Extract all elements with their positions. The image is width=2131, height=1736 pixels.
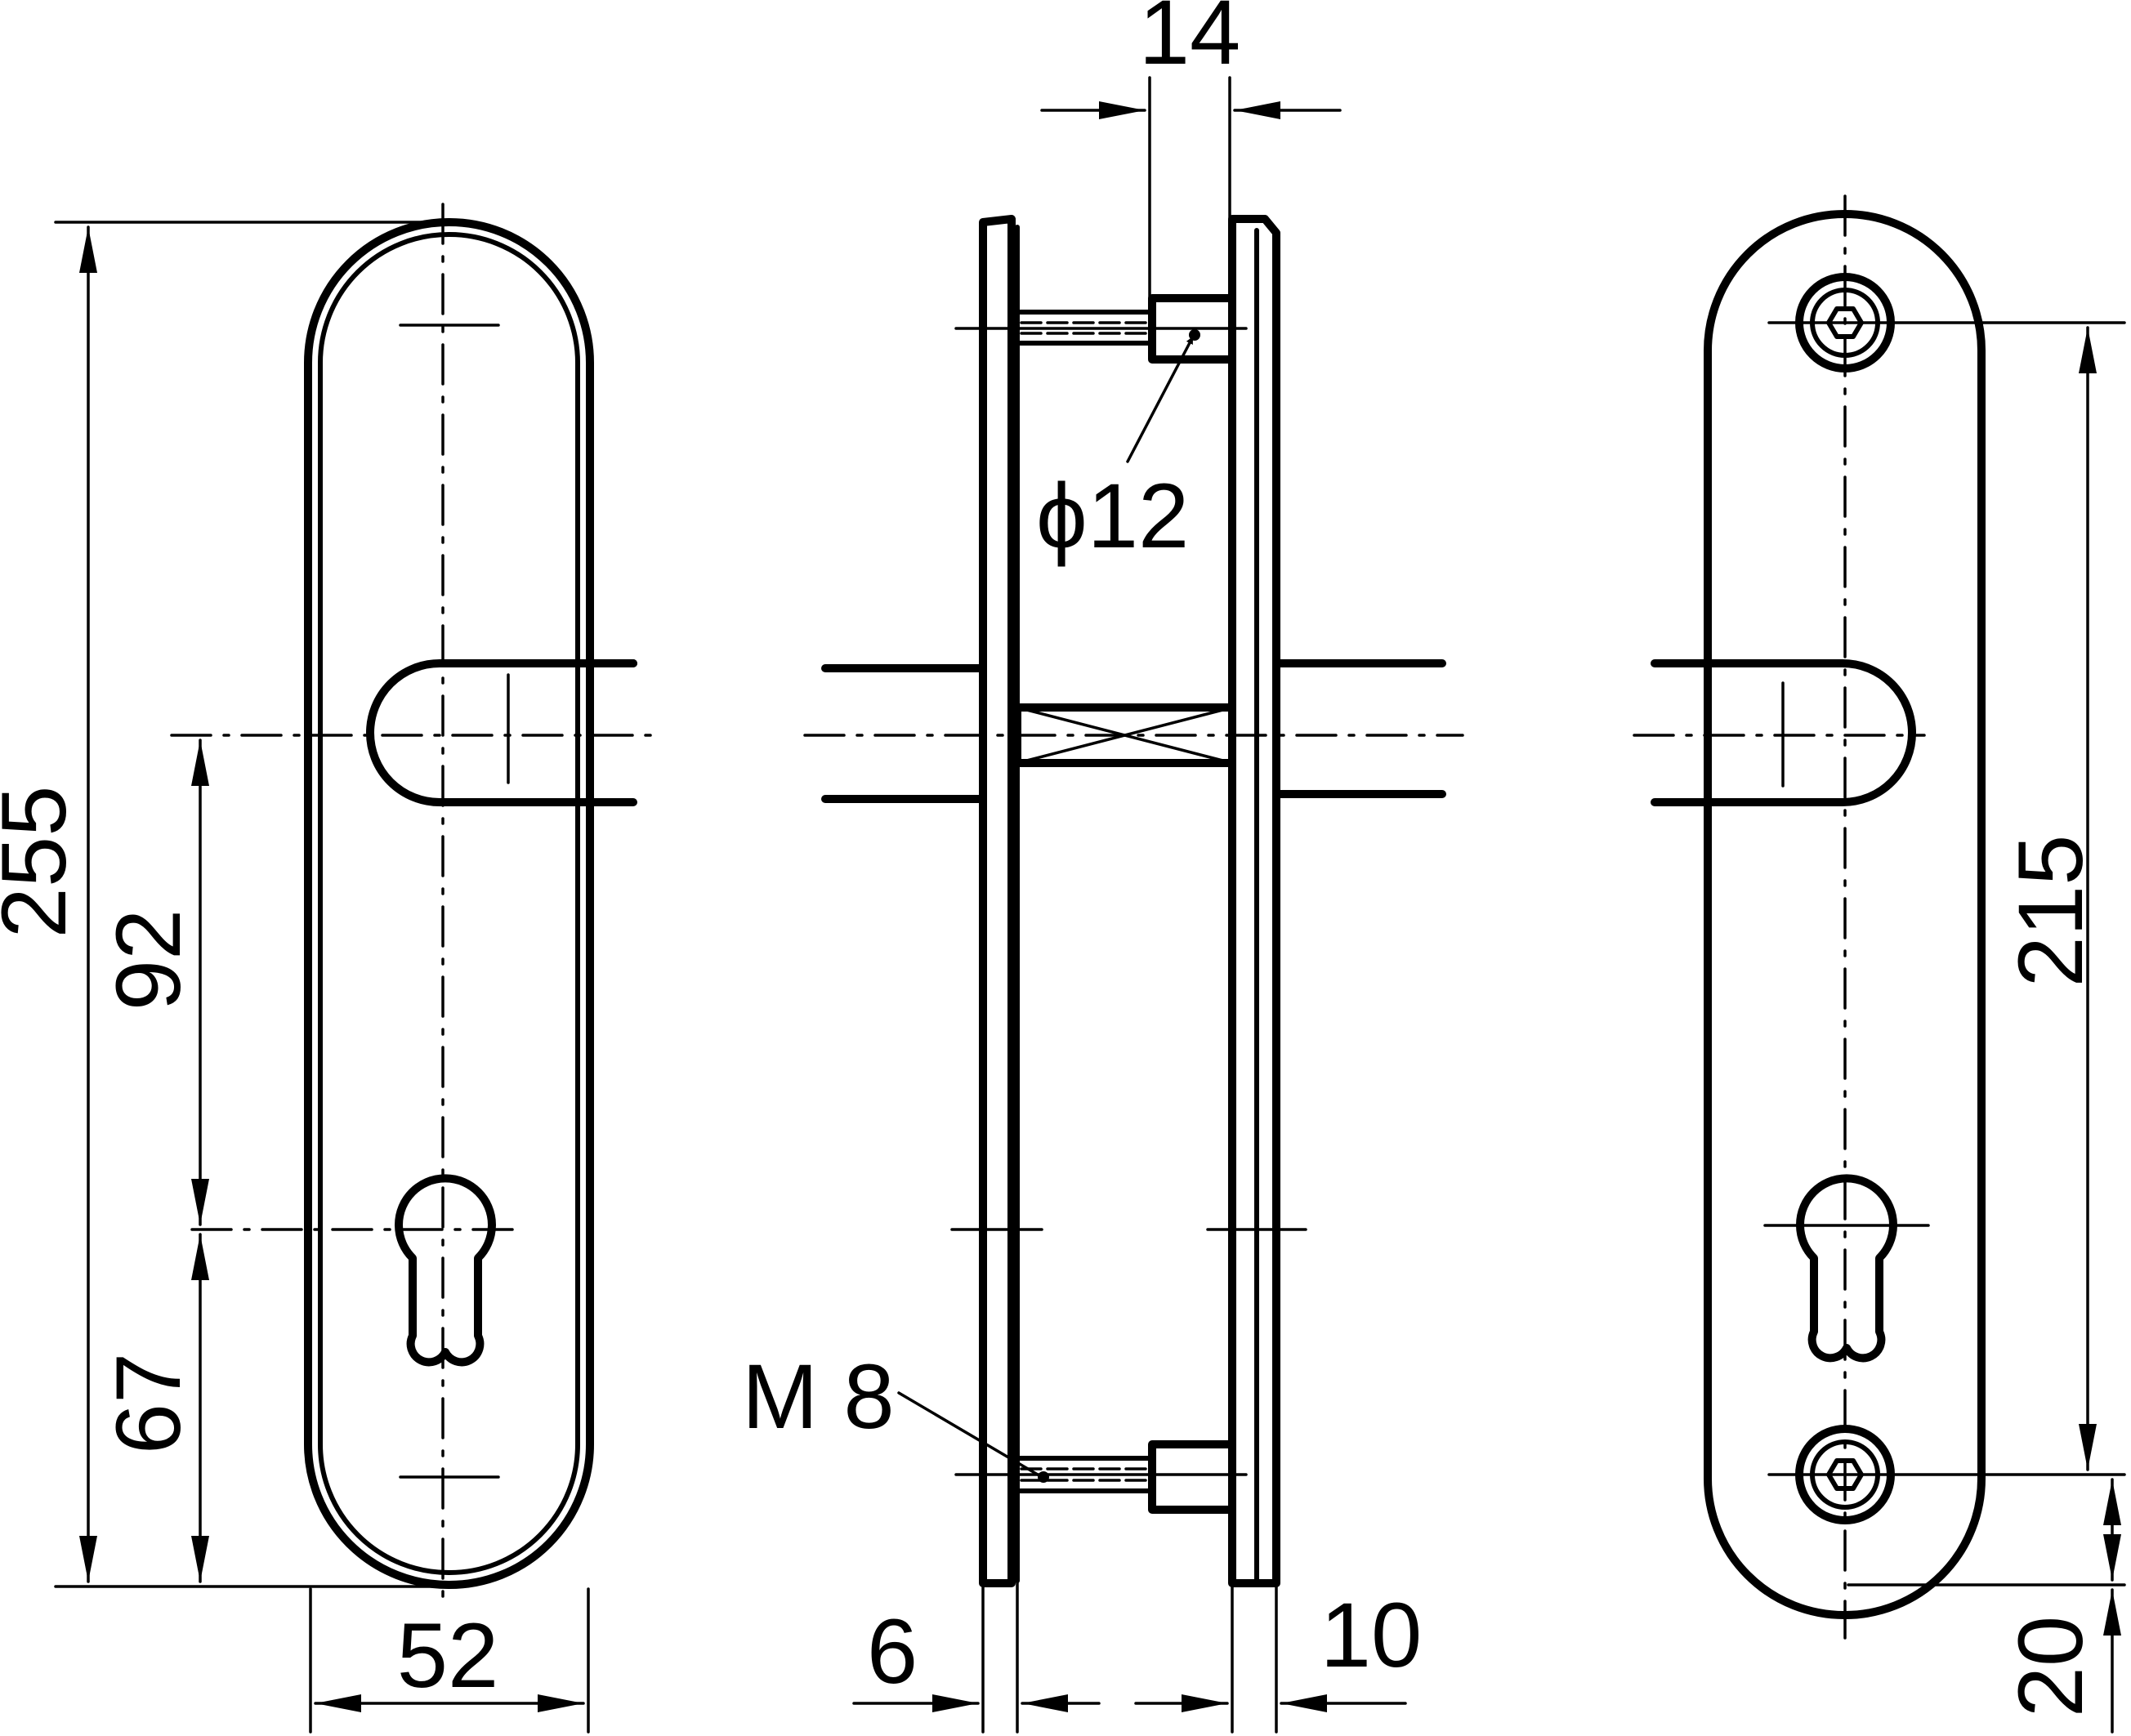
- dim-215-label: 215: [1999, 835, 2102, 988]
- back-handle-stub: [1651, 659, 1916, 806]
- dim-m8-label: M 8: [742, 1346, 895, 1448]
- dim-14-label: 14: [1139, 0, 1241, 83]
- dim-67-label: 67: [97, 1353, 199, 1455]
- side-view: 14 ϕ12 M 8 6 10: [742, 0, 1464, 1734]
- dim-92-label: 92: [97, 909, 199, 1011]
- dim-255-label: 255: [0, 786, 85, 939]
- side-front-plate: [979, 215, 1016, 1587]
- dim-20-label: 20: [1999, 1616, 2102, 1718]
- side-bottom-spacer: [1148, 1440, 1236, 1514]
- front-keyhole: [395, 1174, 496, 1367]
- dim-52-label: 52: [397, 1604, 499, 1707]
- front-view: 255 92 67 52: [0, 203, 659, 1734]
- dim-6-label: 6: [867, 1600, 918, 1703]
- front-plate-inner-outline: [318, 232, 580, 1575]
- front-plate-outline: [304, 218, 594, 1589]
- side-back-plate: [1228, 215, 1280, 1587]
- dim-10-label: 10: [1320, 1584, 1423, 1686]
- back-keyhole: [1796, 1174, 1897, 1363]
- back-view: 215 20: [1633, 194, 2126, 1734]
- front-handle-stub: [366, 659, 637, 806]
- dim-phi12-label: ϕ12: [1036, 465, 1189, 567]
